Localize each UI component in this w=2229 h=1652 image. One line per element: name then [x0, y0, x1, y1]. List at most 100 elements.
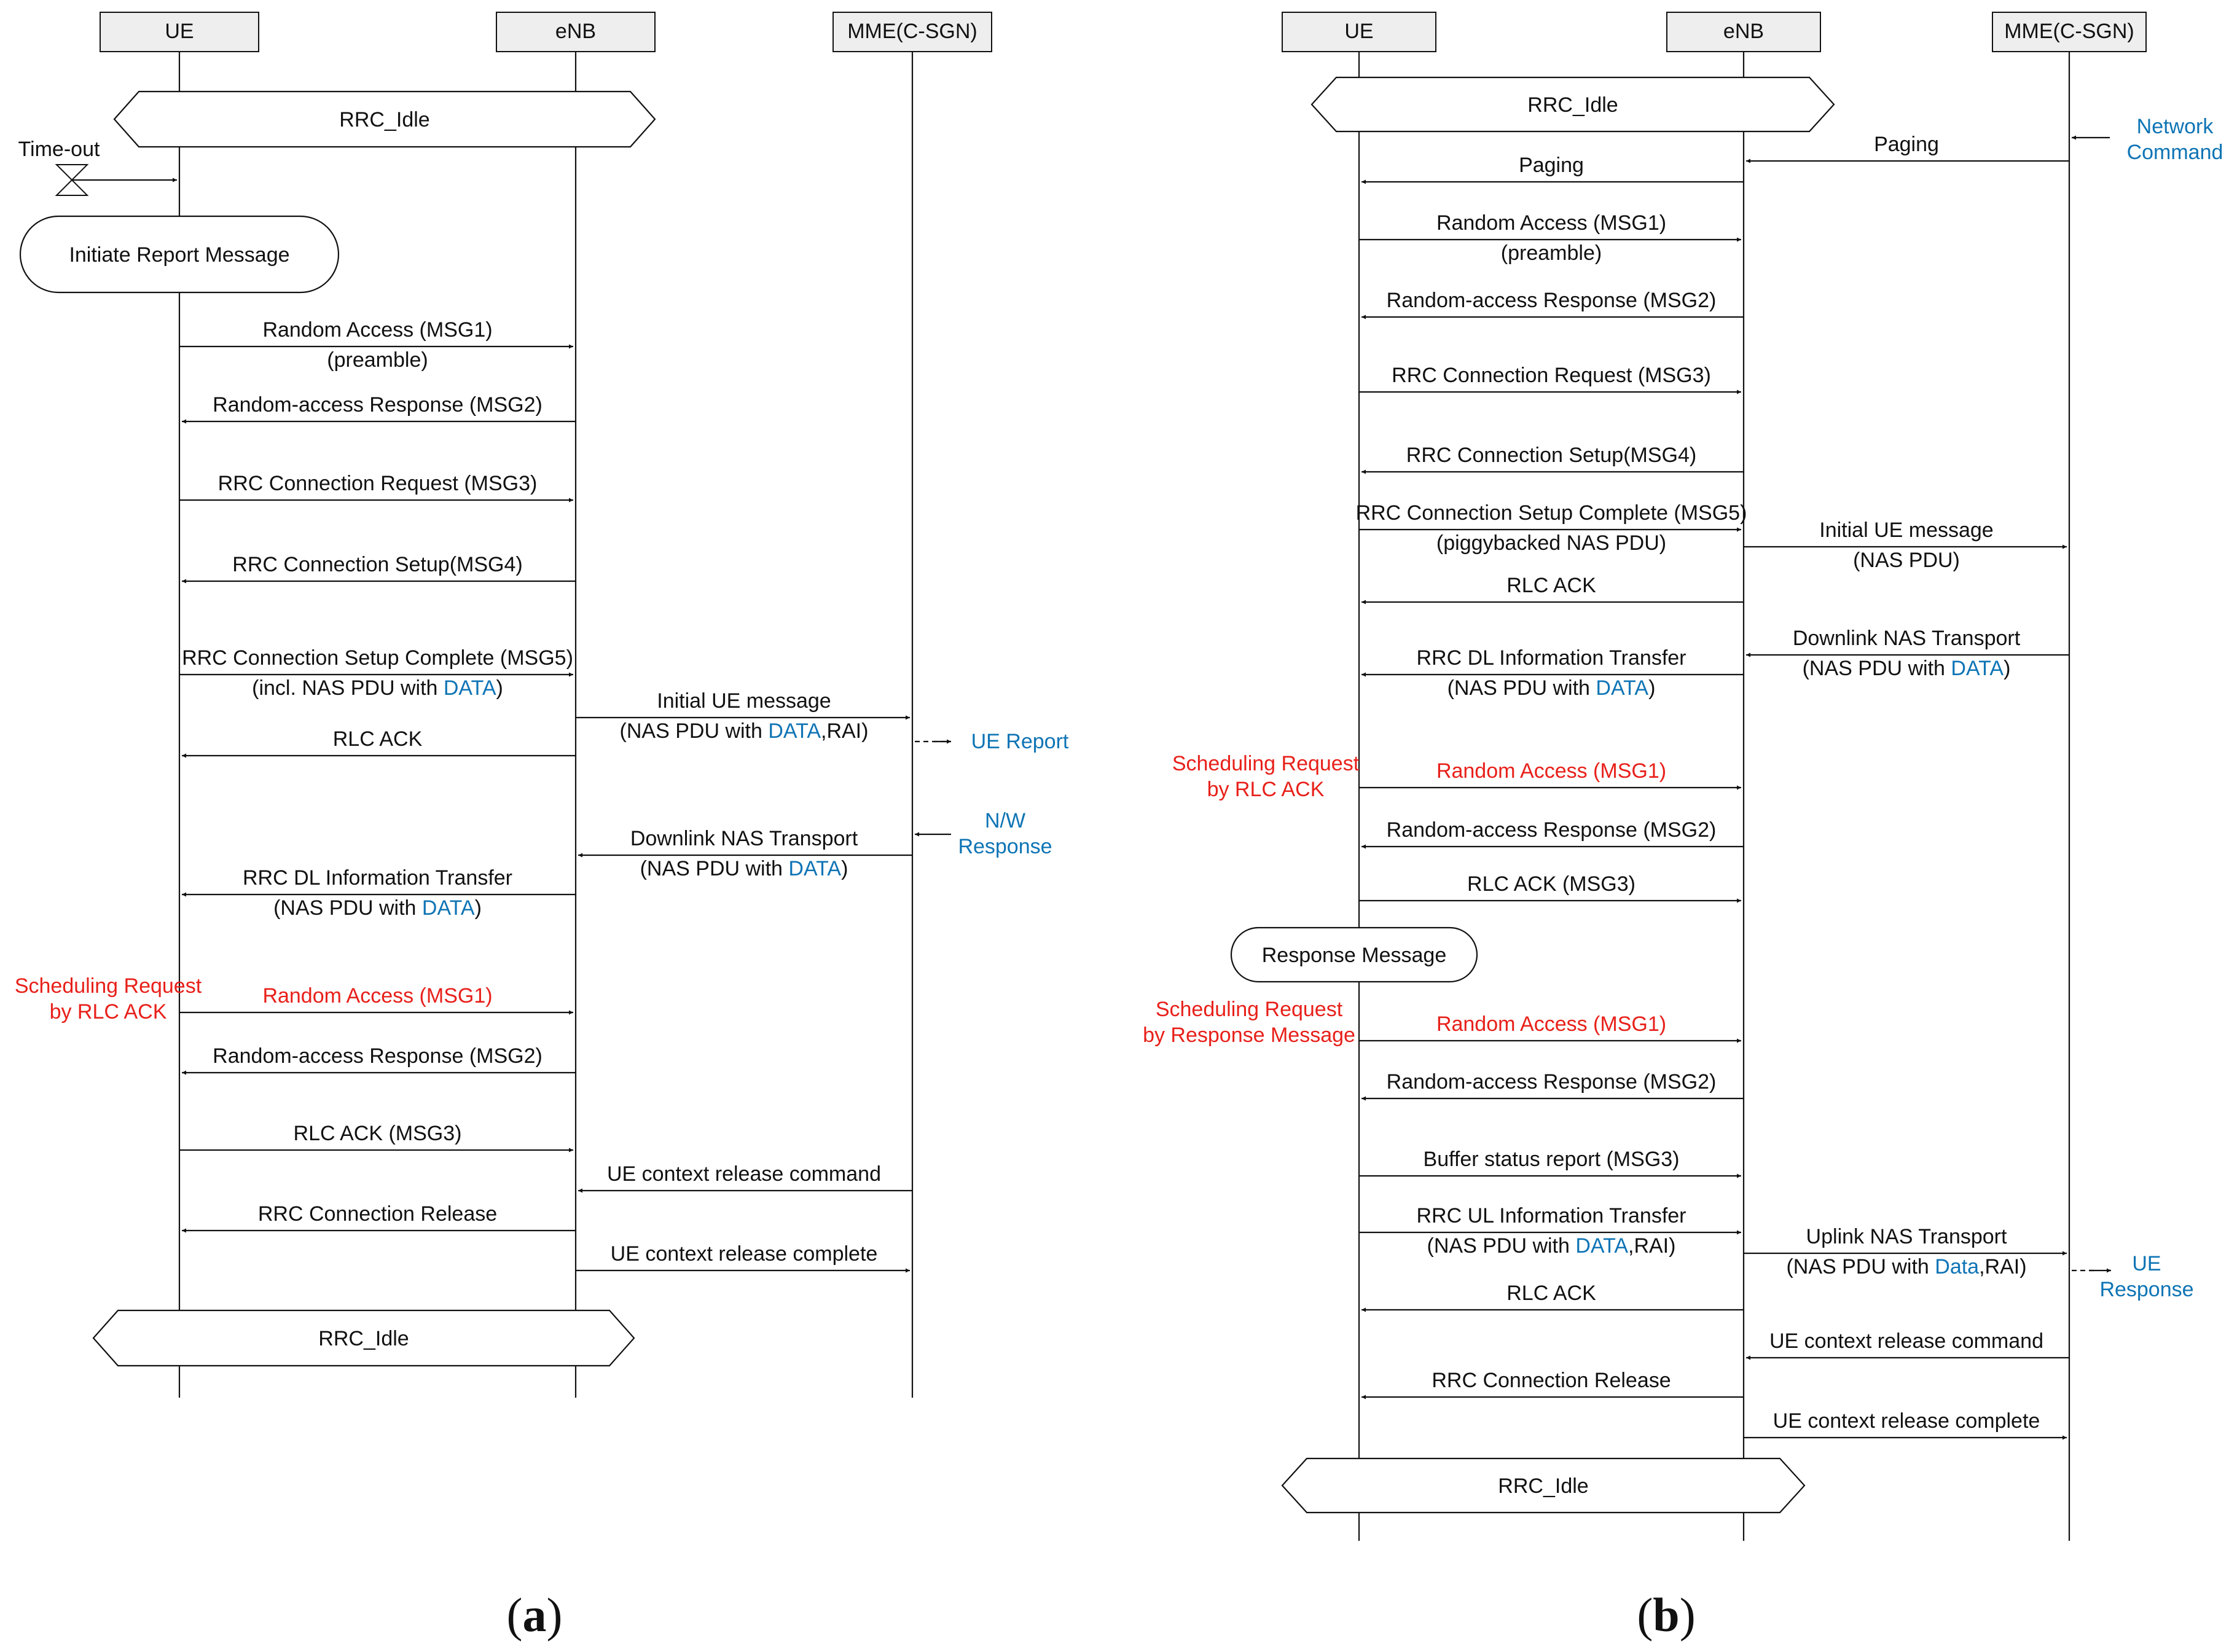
message-label-b-2: Random Access (MSG1) — [1436, 211, 1666, 235]
caption-a-part: a — [523, 1588, 547, 1642]
message-sublabel-b-6: (piggybacked NAS PDU) — [1436, 531, 1666, 555]
message-label-6: RLC ACK — [333, 727, 423, 751]
message-sublabel-b-17-part: (NAS PDU with — [1427, 1234, 1576, 1258]
message-sublabel-b-9-part: DATA — [1951, 657, 2004, 680]
message-label-b-14-part: Random Access (MSG1) — [1436, 1012, 1666, 1036]
message-label-8: RRC DL Information Transfer — [243, 866, 512, 890]
message-label-8-part: RRC DL Information Transfer — [243, 866, 512, 890]
message-sublabel-b-7-part: (NAS PDU) — [1853, 549, 1960, 572]
message-label-12-part: UE context release command — [607, 1162, 881, 1186]
message-label-9: Random Access (MSG1) — [262, 984, 492, 1008]
message-sublabel-b-10: (NAS PDU with DATA) — [1447, 676, 1656, 700]
message-label-b-1-part: Paging — [1519, 154, 1584, 177]
message-label-b-17-part: RRC UL Information Transfer — [1417, 1204, 1686, 1227]
caption-b-part: b — [1653, 1588, 1679, 1642]
message-label-11: RLC ACK (MSG3) — [294, 1122, 462, 1145]
note-scheduling-request-b1-line: by RLC ACK — [1207, 778, 1325, 801]
lifeline-header-b-ue-label: UE — [1344, 20, 1373, 43]
message-label-b-12-part: Random-access Response (MSG2) — [1387, 818, 1717, 842]
message-label-b-0: Paging — [1874, 133, 1939, 156]
message-label-b-21: RRC Connection Release — [1432, 1369, 1671, 1392]
message-label-b-5-part: RRC Connection Setup(MSG4) — [1406, 444, 1696, 467]
process-initiate-report-shape — [19, 215, 340, 294]
lifeline-header-b-ue-box — [1282, 12, 1436, 52]
message-label-b-18: Uplink NAS Transport — [1806, 1225, 2007, 1248]
message-label-1-part: Random-access Response (MSG2) — [213, 393, 543, 417]
message-sublabel-b-9-part: ) — [2004, 657, 2010, 680]
message-sublabel-b-18-part: Data — [1935, 1255, 1979, 1278]
state-rrc-idle-top-b-label: RRC_Idle — [1527, 93, 1618, 117]
message-label-14: UE context release complete — [611, 1242, 878, 1266]
message-label-b-9-part: Downlink NAS Transport — [1793, 627, 2021, 650]
message-label-b-20-part: UE context release command — [1769, 1329, 2043, 1353]
state-rrc-idle-bottom-b-shape — [1281, 1457, 1806, 1514]
note-scheduling-request-a-line: Scheduling Request — [15, 974, 202, 998]
message-label-b-22-part: UE context release complete — [1773, 1409, 2040, 1433]
message-sublabel-4-part: ) — [496, 676, 503, 700]
state-rrc-idle-bottom-b-label: RRC_Idle — [1498, 1474, 1588, 1498]
message-label-2: RRC Connection Request (MSG3) — [218, 472, 538, 495]
message-label-b-10: RRC DL Information Transfer — [1417, 646, 1686, 670]
message-label-b-16-part: Buffer status report (MSG3) — [1424, 1148, 1680, 1171]
note-scheduling-request-b2-line: Scheduling Request — [1156, 998, 1343, 1021]
message-label-b-22: UE context release complete — [1773, 1409, 2040, 1433]
message-label-b-21-part: RRC Connection Release — [1432, 1369, 1671, 1392]
message-label-b-12: Random-access Response (MSG2) — [1387, 818, 1717, 842]
message-label-6-part: RLC ACK — [333, 727, 423, 751]
message-label-0: Random Access (MSG1) — [262, 318, 492, 342]
lifeline-header-enb-label: eNB — [555, 20, 596, 43]
message-label-b-9: Downlink NAS Transport — [1793, 627, 2021, 650]
message-label-b-3: Random-access Response (MSG2) — [1387, 289, 1717, 312]
message-sublabel-8: (NAS PDU with DATA) — [273, 896, 482, 920]
note-nw-response-line: Response — [958, 835, 1052, 858]
message-sublabel-5-part: ,RAI) — [821, 719, 868, 743]
message-sublabel-0-part: (preamble) — [327, 348, 428, 372]
message-sublabel-4: (incl. NAS PDU with DATA) — [252, 676, 503, 700]
message-label-b-4-part: RRC Connection Request (MSG3) — [1392, 364, 1711, 387]
message-label-b-1: Paging — [1519, 154, 1584, 177]
process-initiate-report-label: Initiate Report Message — [69, 243, 289, 267]
message-label-b-4: RRC Connection Request (MSG3) — [1392, 364, 1711, 387]
message-label-b-5: RRC Connection Setup(MSG4) — [1406, 444, 1696, 467]
caption-b-part: ( — [1637, 1588, 1653, 1642]
message-label-b-15-part: Random-access Response (MSG2) — [1387, 1070, 1717, 1094]
message-sublabel-5-part: (NAS PDU with — [620, 719, 769, 743]
message-sublabel-b-6-part: (piggybacked NAS PDU) — [1436, 531, 1666, 555]
message-label-11-part: RLC ACK (MSG3) — [294, 1122, 462, 1145]
lifeline-header-b-enb-box — [1666, 12, 1821, 52]
message-label-b-0-part: Paging — [1874, 133, 1939, 156]
message-label-b-3-part: Random-access Response (MSG2) — [1387, 289, 1717, 312]
message-label-3: RRC Connection Setup(MSG4) — [232, 553, 522, 576]
message-label-b-7-part: Initial UE message — [1819, 519, 1993, 542]
message-sublabel-8-part: DATA — [422, 896, 475, 920]
message-sublabel-7-part: DATA — [788, 857, 841, 880]
message-label-b-19-part: RLC ACK — [1506, 1282, 1596, 1305]
message-sublabel-7-part: ) — [841, 857, 848, 880]
message-sublabel-b-10-part: (NAS PDU with — [1447, 676, 1596, 700]
note-ue-report-line: UE Report — [971, 730, 1069, 753]
lifeline-header-mmecsgn-box — [832, 12, 992, 52]
message-sublabel-4-part: DATA — [444, 676, 496, 700]
note-nw-response-line: N/W — [985, 809, 1025, 832]
timeout-label: Time-out — [18, 138, 100, 161]
note-ue-response-line: UE — [2132, 1252, 2161, 1275]
message-label-b-20: UE context release command — [1769, 1329, 2043, 1353]
message-sublabel-b-7: (NAS PDU) — [1853, 549, 1960, 572]
lifeline-header-enb-box — [496, 12, 656, 52]
note-scheduling-request-b2-line: by Response Message — [1143, 1024, 1355, 1047]
message-sublabel-b-17-part: ,RAI) — [1628, 1234, 1675, 1258]
message-label-b-2-part: Random Access (MSG1) — [1436, 211, 1666, 235]
lifeline-header-mmecsgn-label: MME(C-SGN) — [847, 20, 977, 43]
process-response-message-label: Response Message — [1262, 944, 1447, 967]
caption-a-part: ( — [507, 1588, 523, 1642]
message-label-b-13: RLC ACK (MSG3) — [1467, 872, 1636, 896]
message-sublabel-8-part: ) — [475, 896, 482, 920]
message-label-b-19: RLC ACK — [1506, 1282, 1596, 1305]
message-label-10-part: Random-access Response (MSG2) — [213, 1044, 543, 1068]
message-label-b-6: RRC Connection Setup Complete (MSG5) — [1356, 501, 1747, 525]
message-label-b-14: Random Access (MSG1) — [1436, 1012, 1666, 1036]
message-label-2-part: RRC Connection Request (MSG3) — [218, 472, 538, 495]
message-label-b-13-part: RLC ACK (MSG3) — [1467, 872, 1636, 896]
